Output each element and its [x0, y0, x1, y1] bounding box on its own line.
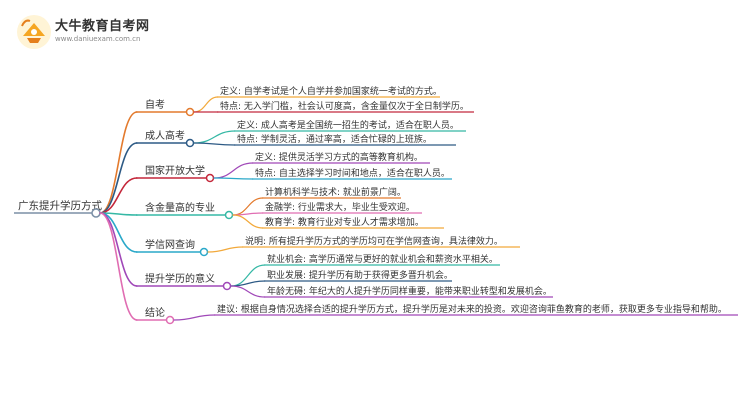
branch-7: 结论 建议: 根据自身情况选择合适的提升学历方式，提升学历是对未来的投资。欢迎咨询…: [99, 212, 738, 325]
leaf-label: 定义: 自学考试是个人自学并参加国家统一考试的方式。: [220, 85, 442, 97]
branch-6: 提升学历的意义 就业机会: 高学历通常与更好的就业机会和薪资水平相关。职业发展: …: [99, 212, 553, 298]
branch-label: 自考: [145, 98, 165, 111]
leaf-connector: [207, 246, 244, 253]
leaf-connector: [230, 280, 266, 287]
leaf-label: 特点: 无入学门槛，社会认可度高，含金量仅次于全日制学历。: [220, 100, 469, 112]
leaf-connector: [230, 264, 266, 287]
leaf-label: 特点: 学制灵活，通过率高，适合忙碌的上班族。: [237, 133, 432, 145]
leaf-connector: [193, 96, 219, 113]
branch-label: 国家开放大学: [145, 164, 205, 177]
branch-node-dot: [165, 315, 175, 325]
branch-connector: [99, 111, 138, 214]
leaf-node: 建议: 根据自身情况选择合适的提升学历方式，提升学历是对未来的投资。欢迎咨询菲鱼…: [173, 303, 738, 321]
branch-node-dot: [199, 247, 209, 257]
leaf-connector: [232, 214, 264, 229]
leaf-node: 特点: 自主选择学习时间和地点，适合在职人员。: [213, 167, 452, 180]
leaf-label: 定义: 提供灵活学习方式的高等教育机构。: [255, 151, 423, 163]
branch-node-dot: [185, 107, 195, 117]
leaf-connector: [213, 162, 254, 179]
leaf-node: 定义: 自学考试是个人自学并参加国家统一考试的方式。: [193, 85, 442, 113]
leaf-node: 职业发展: 提升学历有助于获得更多晋升机会。: [230, 269, 453, 287]
leaf-node: 金融学: 行业需求大，毕业生受欢迎。: [232, 201, 422, 216]
branch-label: 含金量高的专业: [145, 201, 215, 214]
leaf-connector: [232, 197, 264, 216]
leaf-label: 特点: 自主选择学习时间和地点，适合在职人员。: [255, 167, 450, 179]
branch-label: 成人高考: [145, 129, 185, 142]
branch-1: 自考 定义: 自学考试是个人自学并参加国家统一考试的方式。特点: 无入学门槛，社会…: [99, 85, 474, 214]
branch-label: 提升学历的意义: [145, 272, 215, 285]
root-node-label: 广东提升学历方式: [18, 199, 102, 212]
brand-title: 大牛教育自考网: [55, 19, 150, 34]
leaf-connector: [230, 285, 266, 298]
branch-4: 含金量高的专业 计算机科学与技术: 就业前景广阔。金融学: 行业需求大，毕业生受欢…: [99, 186, 444, 229]
leaf-node: 特点: 学制灵活，通过率高，适合忙碌的上班族。: [193, 133, 456, 146]
leaf-connector: [193, 142, 236, 146]
leaf-label: 年龄无碍: 年纪大的人提升学历同样重要，能带来职业转型和发展机会。: [267, 285, 552, 297]
branch-2: 成人高考 定义: 成人高考是全国统一招生的考试，适合在职人员。特点: 学制灵活，通…: [99, 119, 466, 214]
branch-3: 国家开放大学 定义: 提供灵活学习方式的高等教育机构。特点: 自主选择学习时间和地…: [99, 151, 452, 214]
leaf-label: 金融学: 行业需求大，毕业生受欢迎。: [265, 201, 415, 213]
root-node-dot: [91, 208, 101, 218]
leaf-label: 建议: 根据自身情况选择合适的提升学历方式，提升学历是对未来的投资。欢迎咨询菲鱼…: [217, 303, 727, 315]
branch-node-dot: [224, 210, 234, 220]
leaf-node: 年龄无碍: 年纪大的人提升学历同样重要，能带来职业转型和发展机会。: [230, 285, 553, 298]
leaf-label: 职业发展: 提升学历有助于获得更多晋升机会。: [267, 269, 453, 281]
leaf-label: 计算机科学与技术: 就业前景广阔。: [265, 186, 406, 198]
leaf-connector: [173, 314, 216, 321]
branch-connector: [99, 212, 138, 253]
leaf-connector: [193, 130, 236, 144]
leaf-connector: [213, 177, 254, 180]
leaf-node: 说明: 所有提升学历方式的学历均可在学信网查询，具法律效力。: [207, 235, 520, 253]
leaf-label: 就业机会: 高学历通常与更好的就业机会和薪资水平相关。: [267, 253, 498, 265]
branch-connector: [99, 212, 138, 321]
leaf-node: 教育学: 教育行业对专业人才需求增加。: [232, 214, 444, 229]
branch-connector: [99, 142, 138, 214]
logo: [16, 14, 52, 50]
leaf-node: 特点: 无入学门槛，社会认可度高，含金量仅次于全日制学历。: [193, 100, 474, 113]
leaf-label: 教育学: 教育行业对专业人才需求增加。: [265, 216, 424, 228]
leaf-label: 定义: 成人高考是全国统一招生的考试，适合在职人员。: [237, 119, 459, 131]
branch-label: 结论: [145, 306, 165, 319]
branch-5: 学信网查询 说明: 所有提升学历方式的学历均可在学信网查询，具法律效力。: [99, 212, 520, 257]
brand-url: www.daniuexam.com.cn: [55, 35, 141, 43]
leaf-label: 说明: 所有提升学历方式的学历均可在学信网查询，具法律效力。: [245, 235, 503, 247]
branch-node-dot: [222, 281, 232, 291]
branch-connector: [99, 177, 138, 214]
branch-connector: [99, 212, 138, 287]
branch-label: 学信网查询: [145, 238, 195, 251]
branch-node-dot: [205, 173, 215, 183]
branch-node-dot: [185, 138, 195, 148]
